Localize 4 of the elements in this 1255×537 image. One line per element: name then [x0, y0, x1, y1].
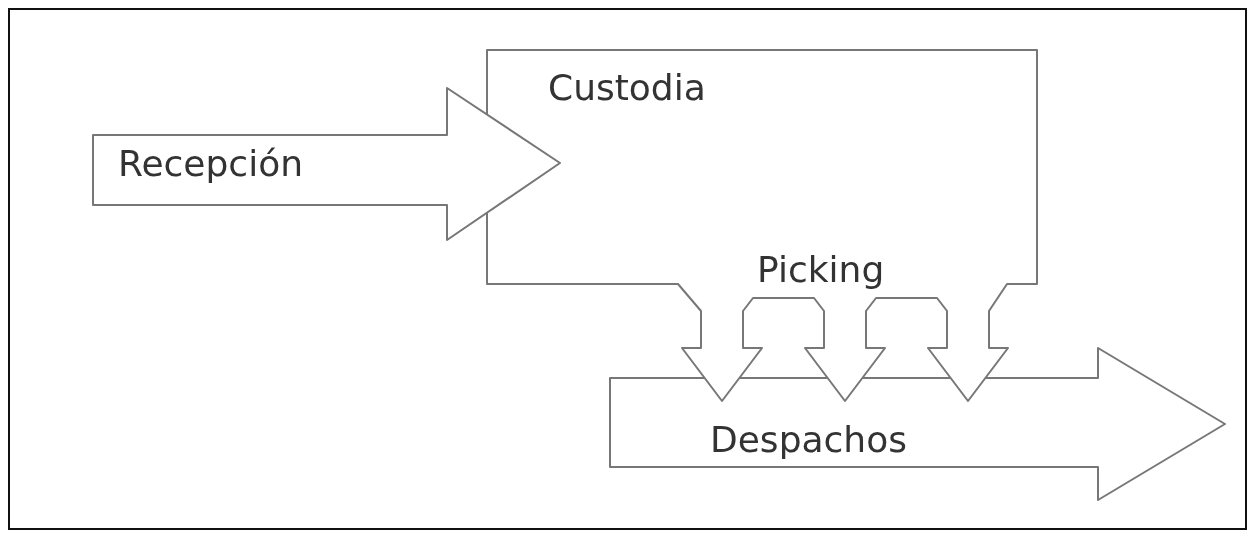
node-label: Custodia [548, 70, 706, 106]
process-label: Picking [757, 252, 885, 288]
node-label: Recepción [118, 146, 303, 182]
node-label: Despachos [710, 422, 907, 458]
